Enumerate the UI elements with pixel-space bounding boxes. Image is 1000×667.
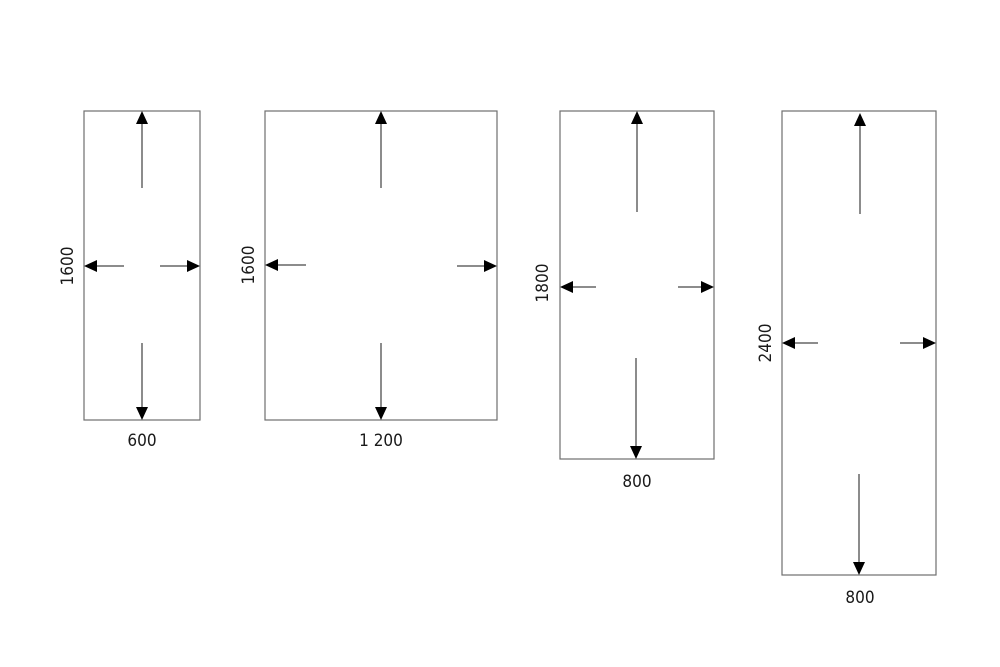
panel-4-arrow-down-icon — [853, 562, 865, 575]
panel-1-arrow-up-icon — [136, 111, 148, 124]
panel-2: 1 200 1600 — [239, 110, 498, 451]
panel-4-width-label: 800 — [845, 588, 874, 608]
panel-4-arrow-up-icon — [854, 113, 866, 126]
panel-1-arrow-down-icon — [136, 407, 148, 420]
panel-4: 800 2400 — [756, 110, 937, 608]
panel-2-arrow-down-icon — [375, 407, 387, 420]
panel-1-arrow-left-icon — [84, 260, 97, 272]
panel-2-height-label: 1600 — [239, 246, 259, 285]
panel-4-arrow-right-icon — [923, 337, 936, 349]
panel-2-arrow-right-icon — [484, 260, 497, 272]
panel-1: 600 1600 — [58, 110, 201, 451]
panel-2-arrow-up-icon — [375, 111, 387, 124]
panel-3-height-label: 1800 — [533, 264, 553, 303]
panel-1-width-label: 600 — [127, 431, 156, 451]
panel-4-arrow-left-icon — [782, 337, 795, 349]
panel-3-width-label: 800 — [622, 472, 651, 492]
panel-1-height-label: 1600 — [58, 247, 78, 286]
panel-3-arrow-left-icon — [560, 281, 573, 293]
panel-3-arrow-up-icon — [631, 111, 643, 124]
panel-3: 800 1800 — [533, 110, 715, 492]
panel-1-arrow-right-icon — [187, 260, 200, 272]
panel-2-width-label: 1 200 — [359, 431, 403, 451]
panel-4-height-label: 2400 — [756, 324, 776, 363]
panel-3-arrow-down-icon — [630, 446, 642, 459]
panel-2-arrow-left-icon — [265, 259, 278, 271]
panel-3-arrow-right-icon — [701, 281, 714, 293]
